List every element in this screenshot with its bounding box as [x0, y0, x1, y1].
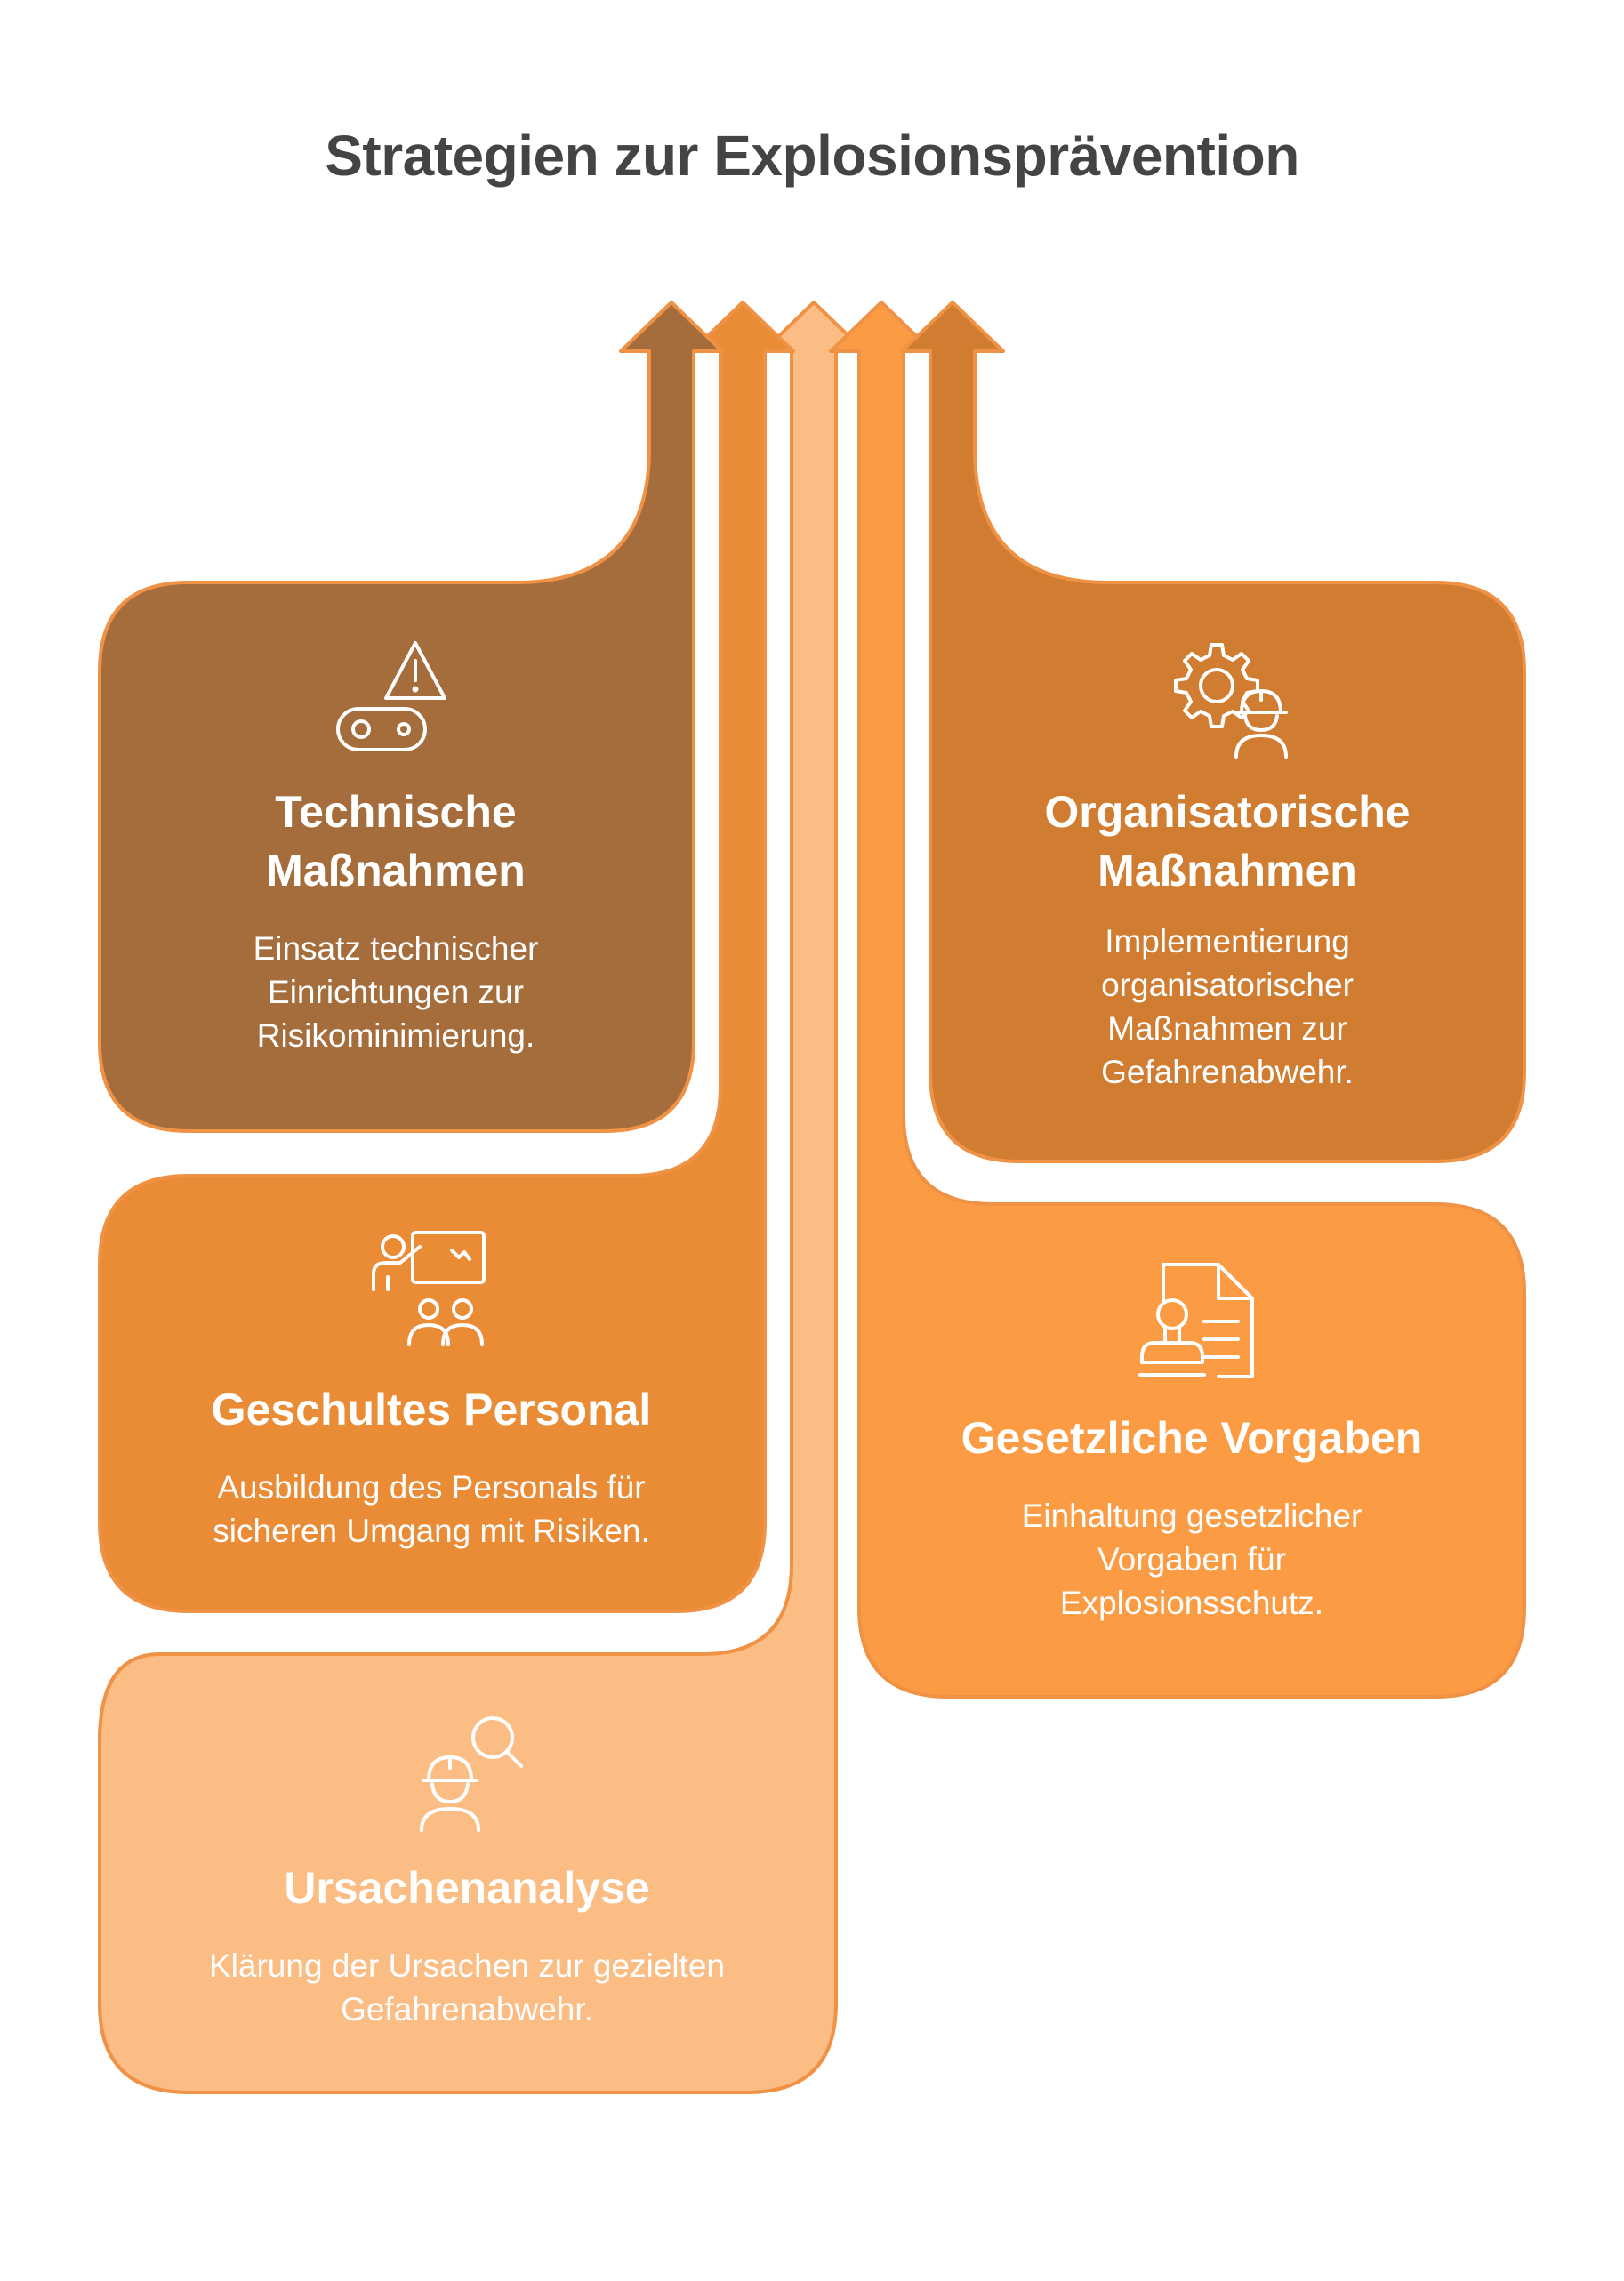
shape-technical — [98, 301, 724, 1133]
box-organisational: Organisatorische Maßnahmen Implementieru… — [930, 783, 1524, 1094]
box-legal: Gesetzliche Vorgaben Einhaltung gesetzli… — [859, 1409, 1524, 1625]
technical-description: Einsatz technischer Einrichtungen zur Ri… — [253, 930, 539, 1054]
gear-worker-icon — [1169, 636, 1293, 760]
analysis-description: Klärung der Ursachen zur gezielten Gefah… — [209, 1948, 725, 2028]
technical-title: Technische Maßnahmen — [266, 787, 526, 896]
personnel-title: Geschultes Personal — [211, 1385, 652, 1434]
shape-analysis — [98, 301, 866, 2094]
shape-organisational — [900, 301, 1526, 1163]
box-analysis: Ursachenanalyse Klärung der Ursachen zur… — [100, 1859, 834, 2031]
warning-conveyor-icon — [331, 636, 455, 760]
training-presentation-icon — [366, 1227, 491, 1352]
box-personnel: Geschultes Personal Ausbildung des Perso… — [100, 1380, 763, 1553]
page-title: Strategien zur Explosionsprävention — [325, 124, 1299, 188]
organisational-description: Implementierung organisatorischer Maßnah… — [1101, 923, 1354, 1090]
box-technical: Technische Maßnahmen Einsatz technischer… — [100, 783, 692, 1057]
personnel-description: Ausbildung des Personals für sicheren Um… — [213, 1469, 650, 1549]
legal-title: Gesetzliche Vorgaben — [961, 1413, 1423, 1463]
legal-document-stamp-icon — [1133, 1257, 1258, 1382]
worker-search-icon — [402, 1709, 527, 1834]
organisational-title: Organisatorische Maßnahmen — [1044, 787, 1411, 896]
legal-description: Einhaltung gesetzlicher Vorgaben für Exp… — [1021, 1498, 1363, 1621]
shape-personnel — [98, 301, 795, 1613]
shape-legal — [829, 301, 1526, 1699]
analysis-title: Ursachenanalyse — [284, 1863, 650, 1913]
